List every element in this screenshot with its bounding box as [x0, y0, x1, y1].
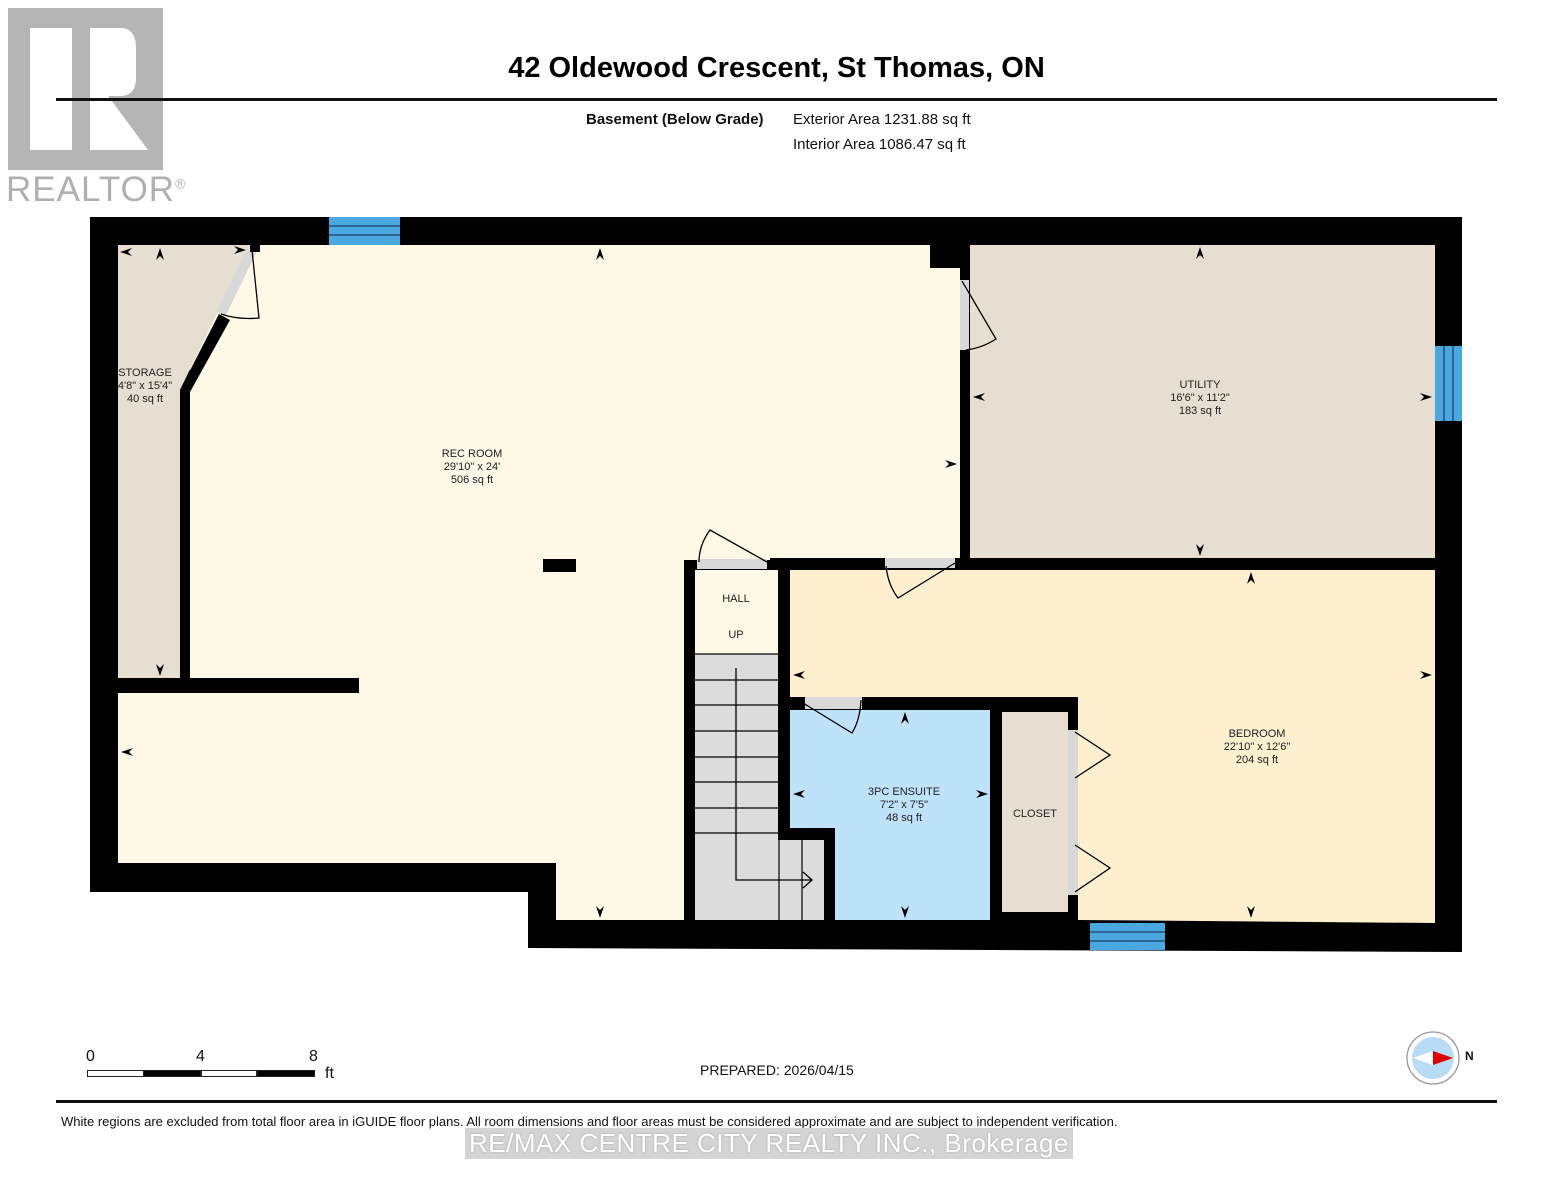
- utility-door-opening: [960, 280, 969, 350]
- compass: N: [1405, 1030, 1474, 1086]
- closet-bifold-door-top: [1074, 731, 1112, 779]
- prepared-date: PREPARED: 2026/04/15: [700, 1062, 854, 1078]
- scale-tick-0: 0: [86, 1048, 95, 1065]
- room-name: STORAGE: [118, 367, 172, 379]
- room-label-closet: CLOSET: [1013, 808, 1057, 821]
- room-dims: 29'10" x 24': [443, 461, 501, 473]
- scale-segment: [201, 1070, 257, 1077]
- page-title: 42 Oldewood Crescent, St Thomas, ON: [508, 52, 1045, 84]
- window-utility: [1435, 346, 1462, 421]
- room-dims: 4'8" x 15'4": [117, 380, 173, 392]
- interior-area: Interior Area 1086.47 sq ft: [793, 136, 966, 153]
- stairs-label: UP: [728, 629, 743, 642]
- hall-floor: [695, 570, 778, 654]
- room-label-ensuite: 3PC ENSUITE 7'2" x 7'5" 48 sq ft: [868, 786, 940, 825]
- rec-room-floor: [118, 245, 960, 920]
- dimension-markers: [120, 246, 1432, 918]
- hall-right-wall: [778, 560, 790, 700]
- ensuite-door-swing: [802, 699, 862, 734]
- header-divider: [56, 98, 1497, 101]
- bedroom-top-wall: [770, 558, 1462, 570]
- ensuite-floor: [790, 710, 990, 920]
- stairs-direction-label: UP: [728, 629, 744, 641]
- storage-floor: [118, 245, 250, 678]
- utility-door-swing: [961, 280, 997, 351]
- storage-door-swing: [220, 249, 260, 320]
- scale-tick-4: 4: [196, 1048, 205, 1065]
- column: [543, 559, 576, 572]
- ensuite-door-opening: [805, 697, 862, 709]
- level-label: Basement (Below Grade): [586, 111, 764, 128]
- window-top: [329, 217, 400, 245]
- storage-door-opening: [216, 247, 257, 317]
- scale-segment: [87, 1070, 144, 1077]
- closet-floor: [1002, 712, 1068, 912]
- scale-segment: [257, 1070, 315, 1077]
- realtor-r-icon: [8, 8, 163, 170]
- room-area: 204 sq ft: [1235, 754, 1279, 766]
- utility-left-wall: [960, 245, 970, 565]
- realtor-wordmark-text: REALTOR: [6, 170, 176, 209]
- registered-mark: ®: [175, 175, 187, 192]
- room-area: 506 sq ft: [450, 474, 494, 486]
- scale-unit: ft: [325, 1065, 334, 1082]
- hall-door-opening: [697, 559, 767, 569]
- hall-left-wall: [684, 560, 695, 920]
- room-name: BEDROOM: [1228, 728, 1286, 740]
- room-dims: 7'2" x 7'5": [879, 799, 929, 811]
- room-dims: 22'10" x 12'6": [1223, 741, 1291, 753]
- room-dims: 16'6" x 11'2": [1170, 392, 1230, 404]
- bedroom-floor: [790, 570, 1435, 923]
- room-name: UTILITY: [1179, 379, 1221, 391]
- room-label-bedroom: BEDROOM 22'10" x 12'6" 204 sq ft: [1224, 728, 1290, 767]
- storage-wall: [180, 314, 230, 678]
- closet-door-opening: [1068, 730, 1078, 895]
- hall-door-swing: [698, 529, 768, 563]
- exterior-area: Exterior Area 1231.88 sq ft: [793, 111, 971, 128]
- realtor-logo: [8, 8, 163, 170]
- ensuite-right-wall: [990, 697, 1002, 920]
- room-label-rec-room: REC ROOM 29'10" x 24' 506 sq ft: [442, 448, 503, 487]
- room-label-hall: HALL: [722, 593, 750, 606]
- compass-north-label: N: [1465, 1049, 1474, 1063]
- room-label-utility: UTILITY 16'6" x 11'2" 183 sq ft: [1170, 379, 1230, 418]
- scale-segment: [143, 1070, 201, 1077]
- notch: [930, 245, 960, 268]
- room-label-storage: STORAGE 4'8" x 15'4" 40 sq ft: [118, 367, 172, 406]
- footer-divider: [56, 1100, 1497, 1103]
- bedroom-door-swing: [885, 562, 956, 599]
- room-name: REC ROOM: [441, 448, 503, 460]
- scale-bar: 0 4 8 ft: [86, 1048, 356, 1088]
- room-name: 3PC ENSUITE: [867, 786, 941, 798]
- bedroom-door-opening: [885, 558, 955, 568]
- stair-ensuite-wall: [778, 828, 835, 920]
- storage-bottom-wall: [118, 678, 359, 693]
- window-bedroom: [1090, 923, 1165, 950]
- room-area: 40 sq ft: [126, 393, 164, 405]
- room-area: 48 sq ft: [885, 812, 923, 824]
- stair-direction-arrow: [735, 668, 813, 889]
- compass-icon: [1406, 1031, 1460, 1085]
- scale-tick-8: 8: [309, 1048, 318, 1065]
- closet-bifold-door-bottom: [1074, 844, 1112, 893]
- utility-floor: [970, 245, 1435, 558]
- room-name: HALL: [722, 593, 750, 605]
- realtor-wordmark: REALTOR®: [6, 170, 186, 210]
- brokerage-watermark: RE/MAX CENTRE CITY REALTY INC., Brokerag…: [465, 1128, 1073, 1159]
- room-name: CLOSET: [1012, 808, 1058, 820]
- disclaimer: White regions are excluded from total fl…: [61, 1114, 1118, 1129]
- closet-bottom-wall: [1002, 912, 1068, 920]
- room-area: 183 sq ft: [1178, 405, 1222, 417]
